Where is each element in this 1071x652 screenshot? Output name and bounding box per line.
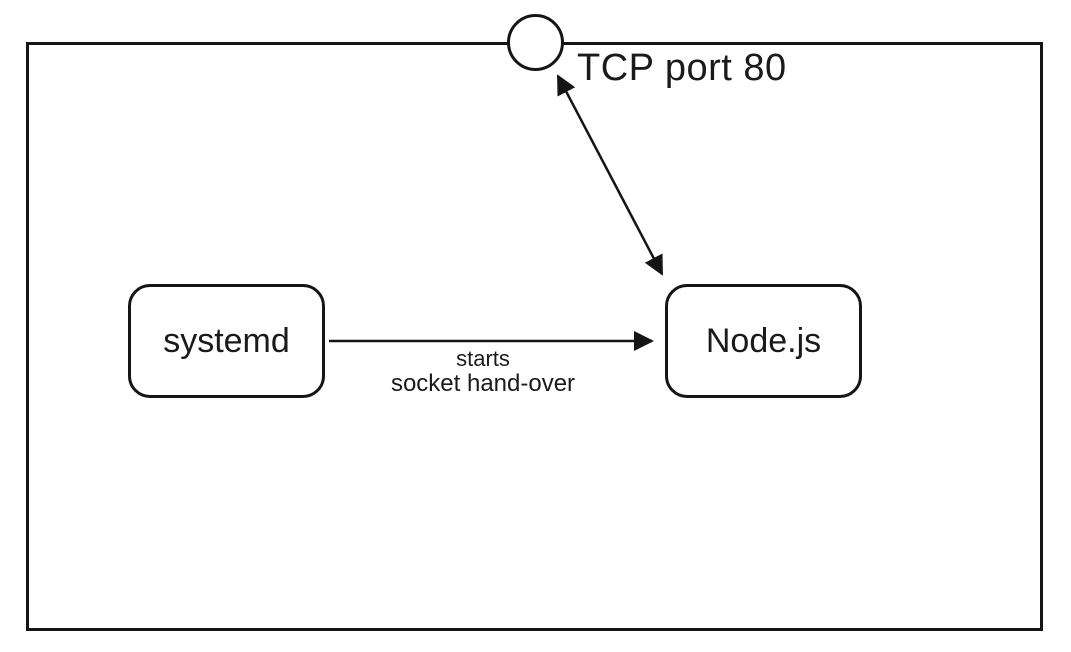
tcp-port-circle	[507, 14, 564, 71]
starts-edge-label-line1: starts	[456, 346, 510, 371]
starts-edge-label: starts socket hand-over	[358, 347, 608, 397]
node-systemd: systemd	[128, 284, 325, 398]
node-systemd-label: systemd	[163, 321, 290, 360]
node-nodejs-label: Node.js	[705, 321, 822, 360]
node-nodejs: Node.js	[665, 284, 862, 398]
starts-edge-label-line2: socket hand-over	[390, 370, 576, 397]
tcp-port-label: TCP port 80	[577, 47, 787, 89]
